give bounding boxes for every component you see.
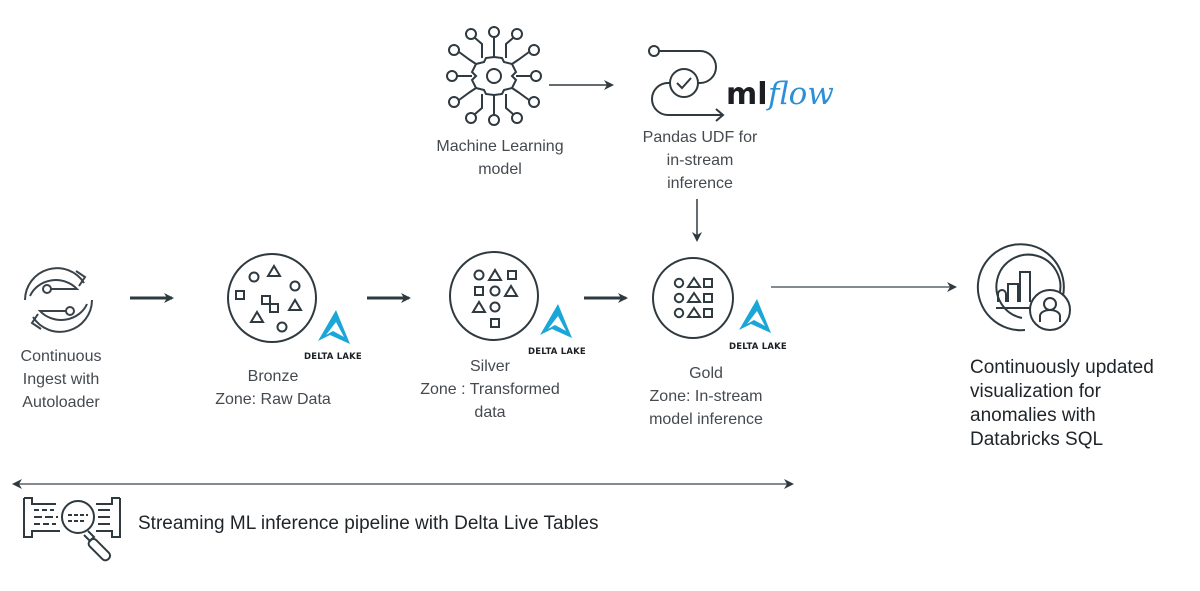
label-line: in-stream <box>666 152 734 169</box>
label-line: Pandas UDF for <box>642 129 758 146</box>
mlflow-label: Pandas UDF for in-stream inference <box>620 126 780 195</box>
mlflow-logo-ml: ml <box>726 77 768 112</box>
dashboard-user-icon <box>976 243 1071 332</box>
silver-zone-icon <box>449 251 539 341</box>
label-line: Continuous <box>20 348 102 365</box>
autoloader-label: Continuous Ingest with Autoloader <box>2 345 120 414</box>
gold-label: Gold Zone: In-stream model inference <box>626 362 786 431</box>
pipeline-label-text: Streaming ML inference pipeline with Del… <box>138 513 599 534</box>
autoloader-sync-icon <box>24 267 93 333</box>
delta-lake-logo-gold: DELTA LAKE <box>729 299 787 352</box>
label-line: Gold <box>689 365 723 382</box>
delta-lake-text: DELTA LAKE <box>528 347 586 357</box>
visualization-label: Continuously updated visualization for a… <box>970 356 1154 452</box>
pipeline-search-icon <box>23 497 121 562</box>
silver-label: Silver Zone : Transformed data <box>400 355 580 424</box>
label-line: Machine Learning <box>436 138 564 155</box>
delta-lake-text: DELTA LAKE <box>729 342 787 352</box>
label-line: Silver <box>469 358 510 375</box>
label-line: model inference <box>649 411 763 428</box>
label-line: model <box>478 161 522 178</box>
label-line: inference <box>667 175 733 192</box>
mlflow-logo-flow: flow <box>766 76 834 112</box>
mlflow-icon <box>648 45 725 122</box>
label-line: anomalies with <box>970 405 1096 426</box>
bronze-zone-icon <box>227 253 317 343</box>
label-line: Databricks SQL <box>970 429 1104 450</box>
label-line: Zone: In-stream <box>649 388 763 405</box>
label-line: data <box>474 404 506 421</box>
delta-lake-logo-silver: DELTA LAKE <box>528 304 586 357</box>
label-line: Ingest with <box>22 371 100 388</box>
machine-learning-icon <box>446 26 542 126</box>
label-line: visualization for <box>970 381 1101 402</box>
ml-model-label: Machine Learning model <box>414 135 586 181</box>
label-line: Autoloader <box>22 394 100 411</box>
label-line: Zone : Transformed <box>420 381 560 398</box>
label-line: Bronze <box>247 368 299 385</box>
gold-zone-icon <box>652 257 734 339</box>
delta-lake-logo-bronze: DELTA LAKE <box>304 310 362 362</box>
label-line: Continuously updated <box>970 357 1154 378</box>
label-line: Zone: Raw Data <box>215 391 331 408</box>
pipeline-label: Streaming ML inference pipeline with Del… <box>138 512 598 536</box>
bronze-label: Bronze Zone: Raw Data <box>193 365 353 411</box>
delta-lake-text: DELTA LAKE <box>304 352 362 362</box>
